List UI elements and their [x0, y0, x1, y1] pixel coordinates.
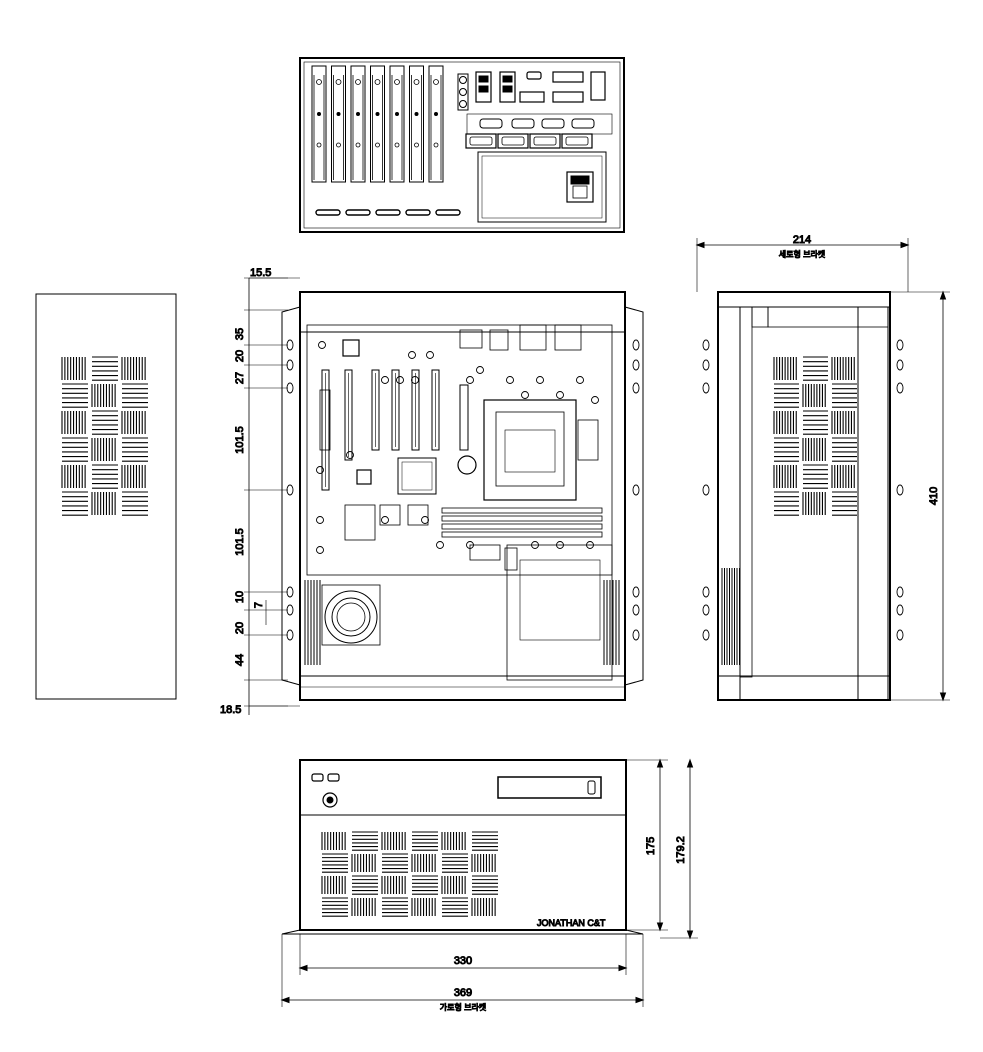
dim-hole-20: 20 [234, 350, 246, 362]
dim-hole-101-a: 101.5 [234, 426, 246, 454]
dimension-214 [695, 238, 910, 292]
brand-label: JONATHAN C&T [537, 918, 606, 928]
left-side-vents [61, 356, 148, 516]
board-components [316, 324, 599, 571]
top-view [281, 291, 644, 701]
right-side-bracket-holes [702, 339, 904, 641]
left-dimension-chain [244, 277, 300, 715]
dim-front-width-caption: 가로형 브라켓 [440, 1002, 486, 1012]
dimension-410 [890, 290, 950, 702]
motherboard [306, 324, 613, 576]
front-view [281, 759, 644, 935]
memory-slots [441, 507, 603, 538]
dim-rear-width-caption: 세로형 브라켓 [779, 249, 825, 259]
right-side-vents [721, 356, 857, 665]
dim-hole-10: 10 [234, 591, 246, 603]
cpu-fan [321, 584, 381, 646]
bracket-holes-right [632, 339, 640, 641]
dim-hole-20-b: 20 [234, 622, 246, 634]
dim-front-width-outer: 369 [454, 987, 472, 999]
power-supply-panel [477, 151, 607, 223]
right-side-view [702, 291, 904, 701]
dim-front-width-inner: 330 [454, 955, 472, 967]
dimension-175 [626, 758, 668, 932]
dim-front-height-outer: 179.2 [675, 836, 687, 864]
io-ports [465, 71, 613, 149]
rear-vents [315, 209, 461, 216]
dim-rear-width: 214 [793, 234, 811, 246]
dim-hole-101-b: 101.5 [234, 528, 246, 556]
dim-bottom-offset: 18.5 [220, 704, 241, 716]
rear-panel-view [299, 57, 625, 233]
dim-hole-27: 27 [234, 372, 246, 384]
power-supply [506, 544, 613, 681]
dimension-330 [298, 934, 628, 975]
dim-hole-7: 7 [253, 602, 265, 608]
pcie-slots [321, 369, 469, 491]
front-vents [321, 831, 498, 917]
dimension-179-2 [660, 758, 698, 940]
dim-hole-35: 35 [234, 328, 246, 340]
dimension-369 [280, 934, 645, 1007]
dim-height: 410 [928, 487, 940, 505]
dim-hole-44: 44 [234, 654, 246, 666]
top-view-vents [304, 580, 620, 665]
expansion-slots [311, 65, 469, 183]
dim-front-height-inner: 175 [645, 837, 657, 855]
left-side-panel [35, 293, 177, 700]
dim-top-offset: 15.5 [250, 267, 271, 279]
